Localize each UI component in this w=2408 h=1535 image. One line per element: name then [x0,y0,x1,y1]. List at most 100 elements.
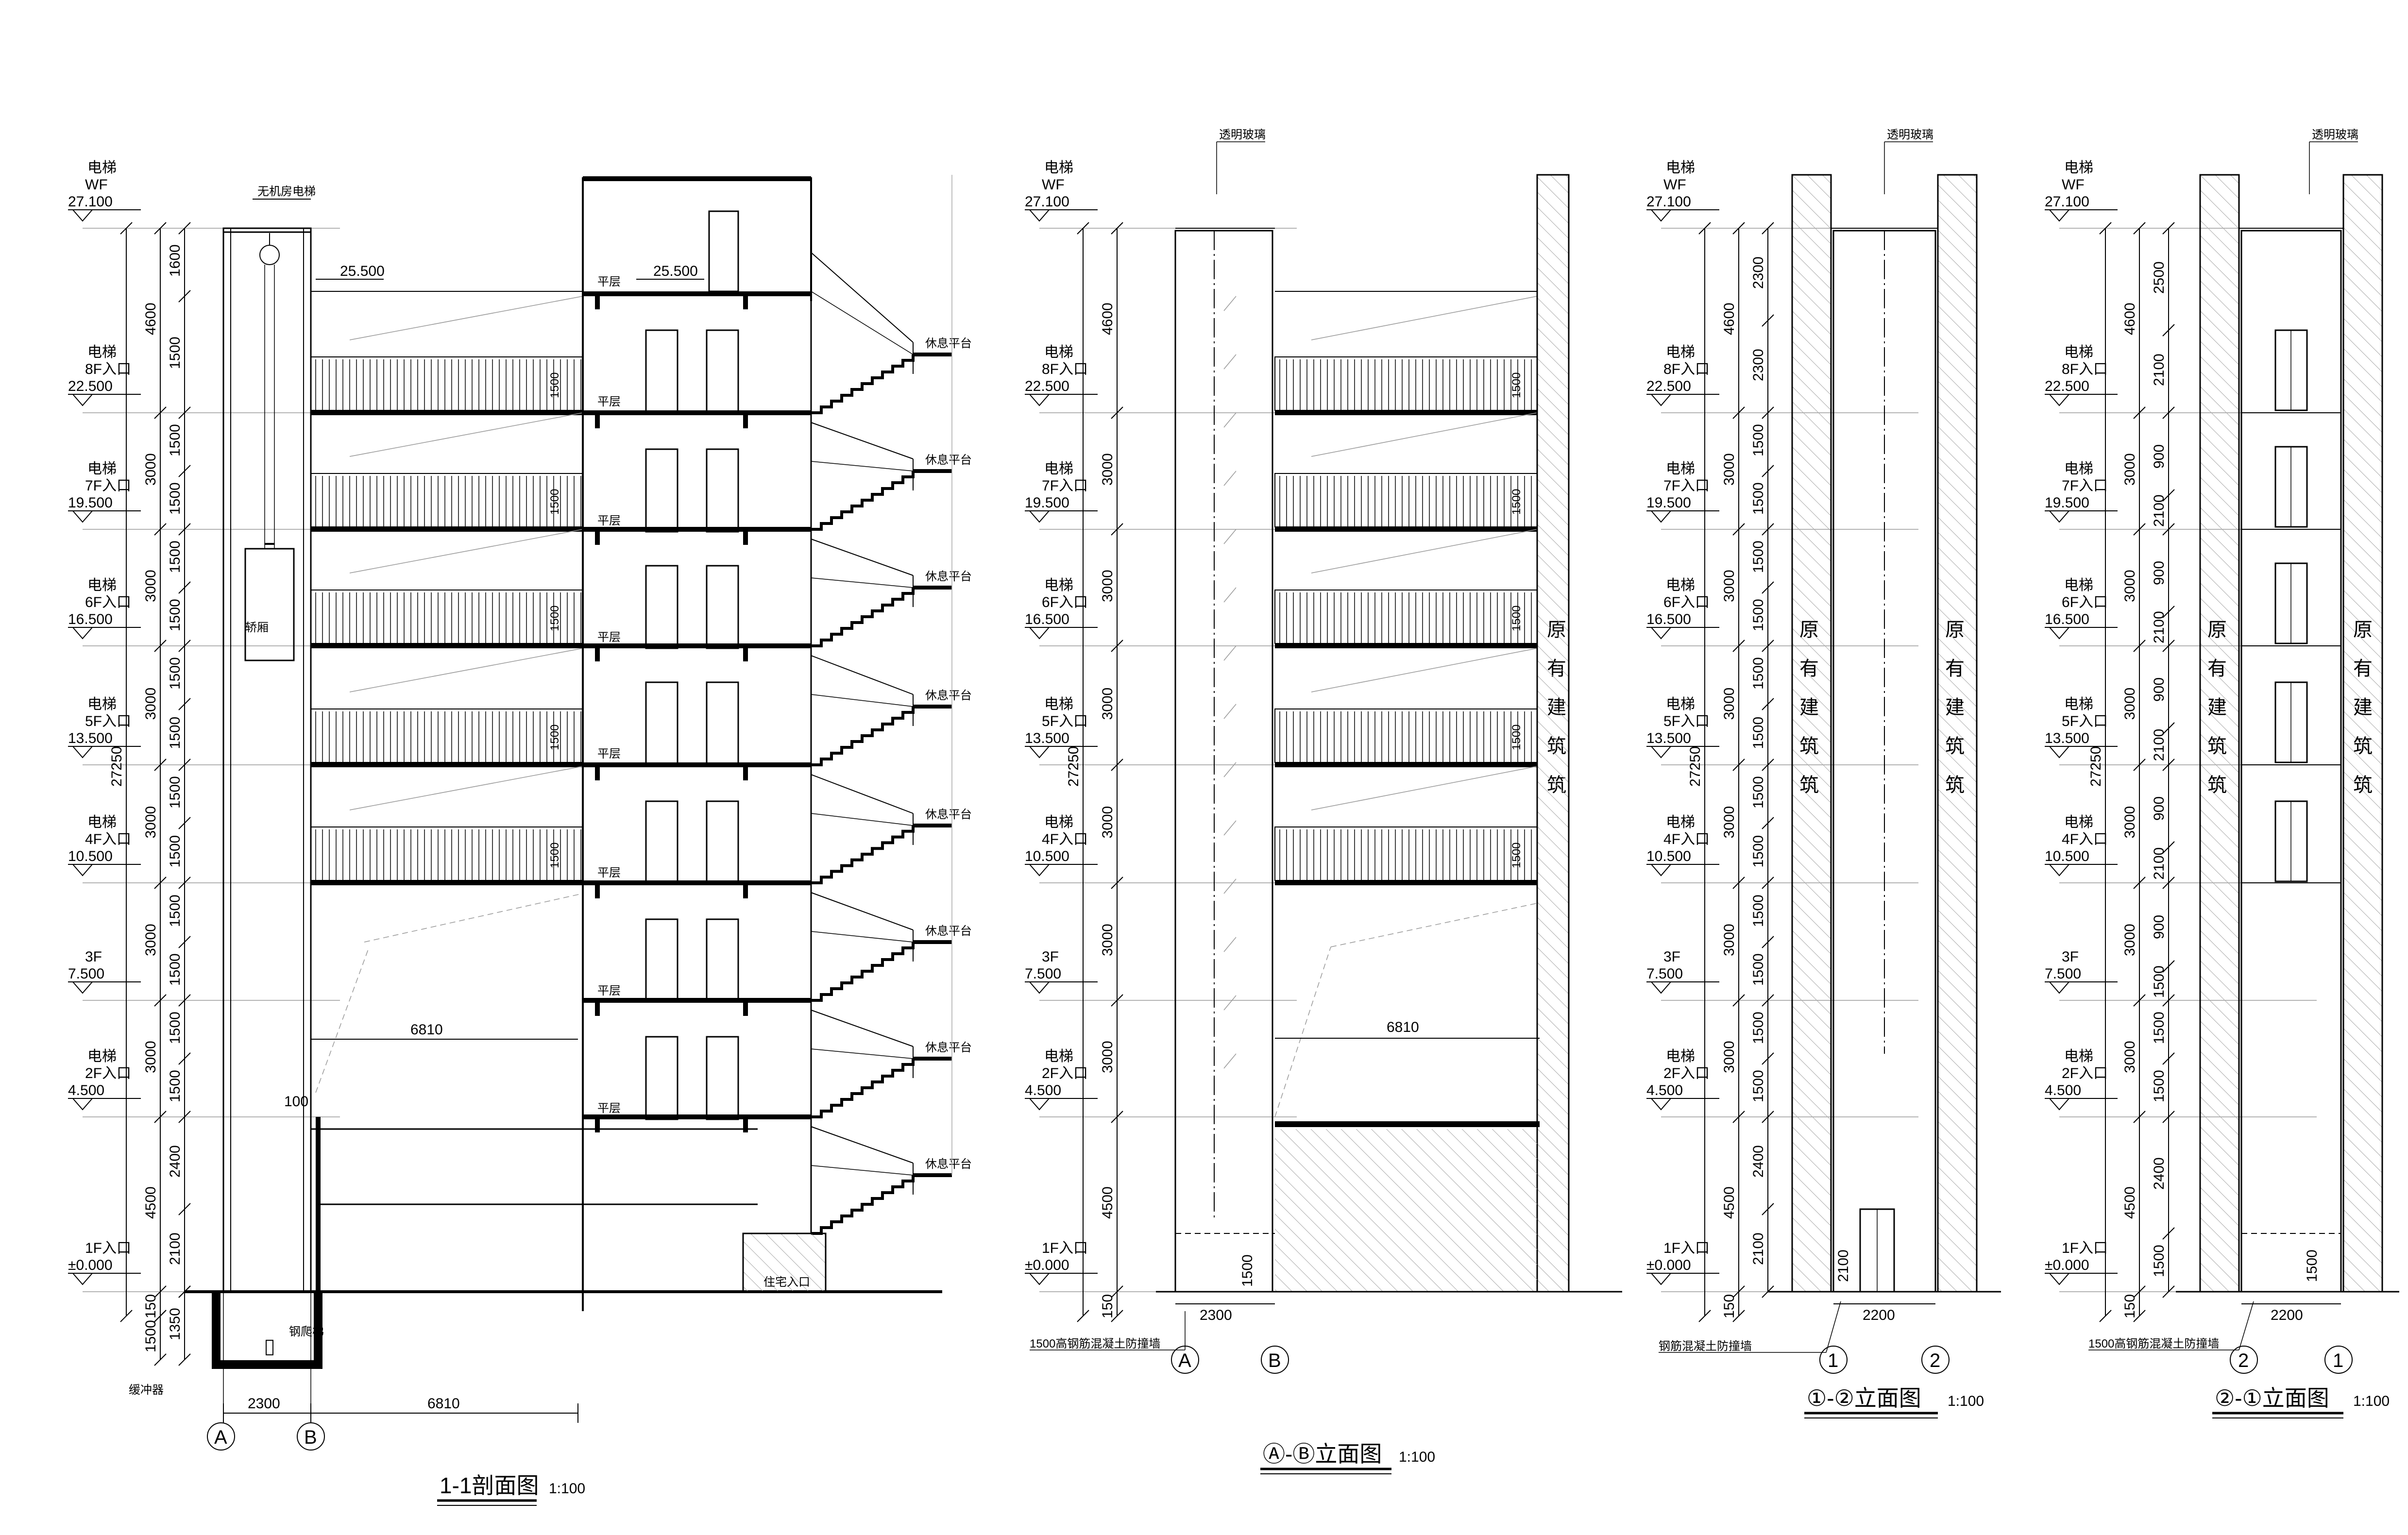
level-name: 电梯 [87,1048,117,1064]
dim-value: 1500 [167,657,183,690]
railing-dim-group: 1500 [548,606,561,631]
dim-tick [154,877,167,889]
level-elevation: 16.500 [68,611,113,627]
level-marker [2049,981,2069,994]
railing-height: 1500 [548,372,561,398]
level-marker [2049,209,2069,222]
existing-building-12-right-2: 有 [1945,658,1965,679]
level-marker [1029,864,1050,877]
level-elevation: 4.500 [1025,1082,1061,1098]
dim-tick [178,817,191,829]
level-name: 电梯 [87,160,117,176]
level-elevation: ±0.000 [1025,1257,1069,1273]
rest-platform-label: 休息平台 [925,1041,972,1054]
dim-tick [2133,877,2146,889]
railing-height: 1500 [1510,843,1523,868]
level-name: 电梯 [87,814,117,830]
dim-value: 1500 [167,776,183,809]
dim-value: 1500 [167,1012,183,1044]
dim-tick [1762,581,1774,594]
dim-value: 2100 [167,1232,183,1265]
dim-text-group: 3000 [2122,806,2138,839]
beam [595,884,600,898]
dim-value: 3000 [2122,806,2138,839]
level-floor: 7F入口 [85,478,131,494]
stair-flight [811,1059,915,1118]
stair-flight [811,942,915,1002]
21-dim-pit: 1500 [2304,1249,2320,1282]
existing-building-12-right-5: 筑 [1945,775,1965,796]
dim-text-group: 2100 [167,1232,183,1265]
stair-handrail [811,252,914,343]
dim-100: 100 [284,1094,308,1110]
dim-tick [2162,722,2175,735]
railing-dim-group: 1500 [1510,606,1523,631]
level-elevation: 27.100 [1646,194,1691,210]
entrance-label: 住宅入口 [763,1276,810,1289]
glass-label-ab: 透明玻璃 [1219,128,1266,141]
level-name: 电梯 [87,577,117,593]
railing-dim-group: 1500 [548,372,561,398]
glass-mark [1223,645,1237,661]
dim-value: 4600 [1721,303,1737,335]
12-axis-1: 1 [1828,1350,1838,1371]
landing-label: 平层 [597,866,621,879]
dim-tick [1111,523,1123,536]
dim-text-group: 2300 [1750,256,1766,289]
roof-line [1311,296,1538,340]
dim-tick [178,994,191,1007]
rest-platform-label: 休息平台 [925,454,972,467]
dim-text-group: 1500 [2151,1012,2167,1044]
dim-value: 1500 [143,1320,159,1352]
level-name: 电梯 [1044,1048,1073,1064]
dim-value: 4500 [2122,1186,2138,1219]
level-marker [1651,627,1671,640]
elevation-a-b-view: 15001500150015001500原有建筑筑 透明玻璃 6810 2300… [1030,128,1622,1474]
dim-tick [2162,994,2175,1007]
level-floor: WF [85,177,108,193]
dim-tick [120,222,133,235]
dimension-chains: 4600 3000 3000 3000 3000 3000 3000 4500 150 1600 1… [109,222,2175,1366]
stair-handrail [811,774,914,814]
dim-tick [154,1353,167,1366]
dim-value: 1500 [1750,599,1766,631]
dim-text-group: 2100 [1750,1232,1766,1265]
level-name: 电梯 [2064,160,2093,176]
level-25500-left: 25.500 [340,263,385,279]
dim-text-group: 3000 [143,924,159,956]
existing-building-12-left-4: 筑 [1799,736,1819,757]
slope-line [1274,946,1331,1117]
dim-value: 2100 [2151,729,2167,761]
existing-building-12-right-1: 原 [1945,619,1965,641]
dim-text-group: 3000 [143,806,159,839]
level-floor: 7F入口 [1042,478,1088,494]
level-floor: 1F入口 [1663,1240,1710,1256]
section-title: 1-1剖面图 [440,1473,539,1498]
level-elevation: 19.500 [1025,495,1069,511]
level-floor: WF [2062,177,2085,193]
dim-value: 1500 [167,482,183,515]
level-floor: 1F入口 [1042,1240,1088,1256]
ab-axis-b: B [1268,1350,1281,1371]
dim-text-group: 3000 [1100,688,1116,720]
level-elevation: ±0.000 [2045,1257,2089,1273]
dim-value: 3000 [1721,806,1737,839]
12-wall-note: 钢筋混凝土防撞墙 [1659,1340,1752,1353]
level-floor: 3F [1663,949,1680,965]
ab-dim-pit: 1500 [1239,1254,1255,1287]
dim-value: 3000 [1721,453,1737,486]
dim-tick [2162,759,2175,771]
dim-tick [1762,465,1774,477]
dim-tick [178,581,191,594]
dim-text-group: 1500 [1750,835,1766,868]
dim-text-group: 150 [1721,1294,1737,1318]
dim-value: 900 [2151,915,2167,939]
level-marker [72,864,93,877]
dim-value: 2500 [2151,261,2167,294]
glass-mark [1223,1053,1237,1069]
stair-handrail [811,539,914,576]
dim-bridge-length-mid: 6810 [410,1022,443,1038]
dim-value: 1600 [167,244,183,277]
